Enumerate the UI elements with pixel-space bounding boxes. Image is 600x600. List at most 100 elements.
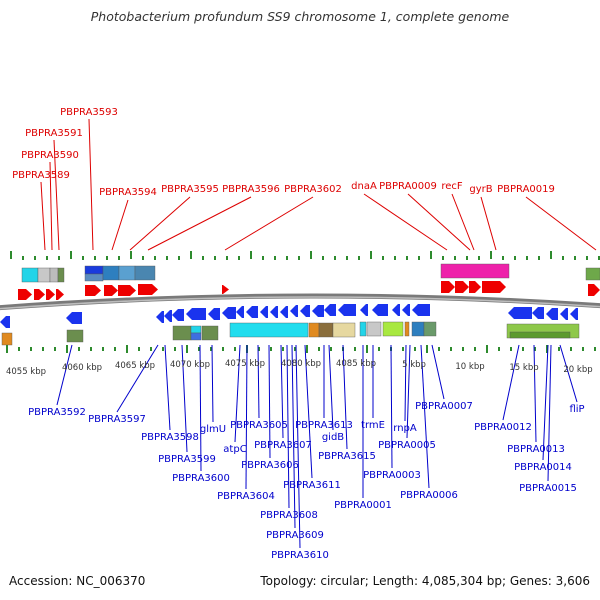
gene-label[interactable]: PBPRA3589 [12,170,70,181]
reverse-gene-arrow[interactable] [300,305,310,317]
reverse-gene-arrow[interactable] [236,306,244,318]
reverse-gene-arrow[interactable] [372,304,388,316]
forward-gene-arrow[interactable] [118,285,136,296]
feature-block[interactable] [404,321,410,337]
feature-block[interactable] [423,321,437,337]
feature-block[interactable] [84,273,104,282]
feature-block[interactable] [37,267,51,283]
reverse-gene-arrow[interactable] [260,306,268,318]
reverse-gene-arrow[interactable] [186,308,206,320]
gene-label[interactable]: PBPRA3610 [271,550,329,561]
gene-label[interactable]: rnpA [393,423,417,434]
feature-block[interactable] [382,321,404,337]
feature-block[interactable] [134,265,156,281]
reverse-gene-arrow[interactable] [508,307,532,319]
forward-gene-arrow[interactable] [56,289,64,300]
forward-gene-arrow[interactable] [455,281,469,293]
gene-label[interactable]: gyrB [469,184,492,195]
reverse-gene-arrow[interactable] [222,307,236,319]
feature-block[interactable] [102,265,120,281]
forward-gene-arrow[interactable] [588,284,600,296]
reverse-gene-arrow[interactable] [66,312,82,324]
gene-label[interactable]: dnaA [351,181,377,192]
gene-label[interactable]: PBPRA3613 [295,420,353,431]
gene-label[interactable]: recF [441,181,463,192]
gene-label[interactable]: PBPRA0007 [415,401,473,412]
reverse-gene-arrow[interactable] [546,308,558,320]
reverse-gene-arrow[interactable] [560,308,568,320]
gene-label[interactable]: PBPRA0013 [507,444,565,455]
reverse-gene-arrow[interactable] [0,316,10,328]
gene-label[interactable]: PBPRA3593 [60,107,118,118]
gene-label[interactable]: trmE [361,420,385,431]
gene-label[interactable]: PBPRA3604 [217,491,275,502]
gene-label[interactable]: PBPRA0005 [378,440,436,451]
gene-label[interactable]: PBPRA0006 [400,490,458,501]
reverse-gene-arrow[interactable] [156,311,164,323]
reverse-gene-arrow[interactable] [312,305,324,317]
gene-label[interactable]: PBPRA3608 [260,510,318,521]
reverse-gene-arrow[interactable] [360,304,368,316]
gene-label[interactable]: PBPRA0012 [474,422,532,433]
gene-label[interactable]: PBPRA3591 [25,128,83,139]
gene-label[interactable]: PBPRA0015 [519,483,577,494]
reverse-gene-arrow[interactable] [532,307,544,319]
gene-label[interactable]: glmU [200,424,226,435]
gene-label[interactable]: PBPRA0019 [497,184,555,195]
reverse-gene-arrow[interactable] [172,309,184,321]
forward-gene-arrow[interactable] [85,285,101,296]
gene-label[interactable]: PBPRA3598 [141,432,199,443]
feature-block[interactable] [66,329,84,343]
reverse-gene-arrow[interactable] [164,310,172,322]
gene-label[interactable]: PBPRA3615 [318,451,376,462]
gene-label[interactable]: PBPRA3606 [241,460,299,471]
gene-label[interactable]: PBPRA0009 [379,181,437,192]
feature-block[interactable] [366,321,382,337]
gene-label[interactable]: PBPRA3602 [284,184,342,195]
feature-block[interactable] [57,267,65,283]
forward-gene-arrow[interactable] [469,281,481,293]
forward-gene-arrow[interactable] [222,285,229,294]
gene-label[interactable]: PBPRA0003 [363,470,421,481]
reverse-gene-arrow[interactable] [392,304,400,316]
feature-block[interactable] [84,265,104,275]
gene-label[interactable]: PBPRA3609 [266,530,324,541]
reverse-gene-arrow[interactable] [402,304,410,316]
feature-block[interactable] [49,267,59,283]
gene-label[interactable]: PBPRA3599 [158,454,216,465]
feature-block[interactable] [229,322,309,338]
reverse-gene-arrow[interactable] [338,304,356,316]
feature-block[interactable] [308,322,320,338]
gene-label[interactable]: PBPRA3595 [161,184,219,195]
feature-block[interactable] [201,325,219,341]
gene-label[interactable]: PBPRA3596 [222,184,280,195]
feature-block[interactable] [440,263,510,279]
reverse-gene-arrow[interactable] [270,306,278,318]
reverse-gene-arrow[interactable] [290,305,298,317]
gene-label[interactable]: PBPRA3594 [99,187,157,198]
feature-block[interactable] [118,265,136,281]
feature-block[interactable] [411,321,425,337]
gene-label[interactable]: PBPRA3597 [88,414,146,425]
forward-gene-arrow[interactable] [34,289,45,300]
feature-block[interactable] [190,325,202,334]
feature-block[interactable] [21,267,39,283]
feature-block[interactable] [190,332,202,341]
feature-block[interactable] [585,267,600,281]
forward-gene-arrow[interactable] [18,289,32,300]
gene-label[interactable]: atpC [223,444,246,455]
gene-label[interactable]: PBPRA0014 [514,462,572,473]
feature-block[interactable] [172,325,192,341]
gene-label[interactable]: PBPRA3592 [28,407,86,418]
feature-block[interactable] [332,322,356,338]
reverse-gene-arrow[interactable] [280,306,288,318]
reverse-gene-arrow[interactable] [570,308,578,320]
forward-gene-arrow[interactable] [441,281,455,293]
gene-label[interactable]: PBPRA0001 [334,500,392,511]
reverse-gene-arrow[interactable] [412,304,430,316]
reverse-gene-arrow[interactable] [246,306,258,318]
reverse-gene-arrow[interactable] [208,308,220,320]
gene-label[interactable]: PBPRA3590 [21,150,79,161]
forward-gene-arrow[interactable] [482,281,506,293]
feature-block[interactable] [318,322,334,338]
